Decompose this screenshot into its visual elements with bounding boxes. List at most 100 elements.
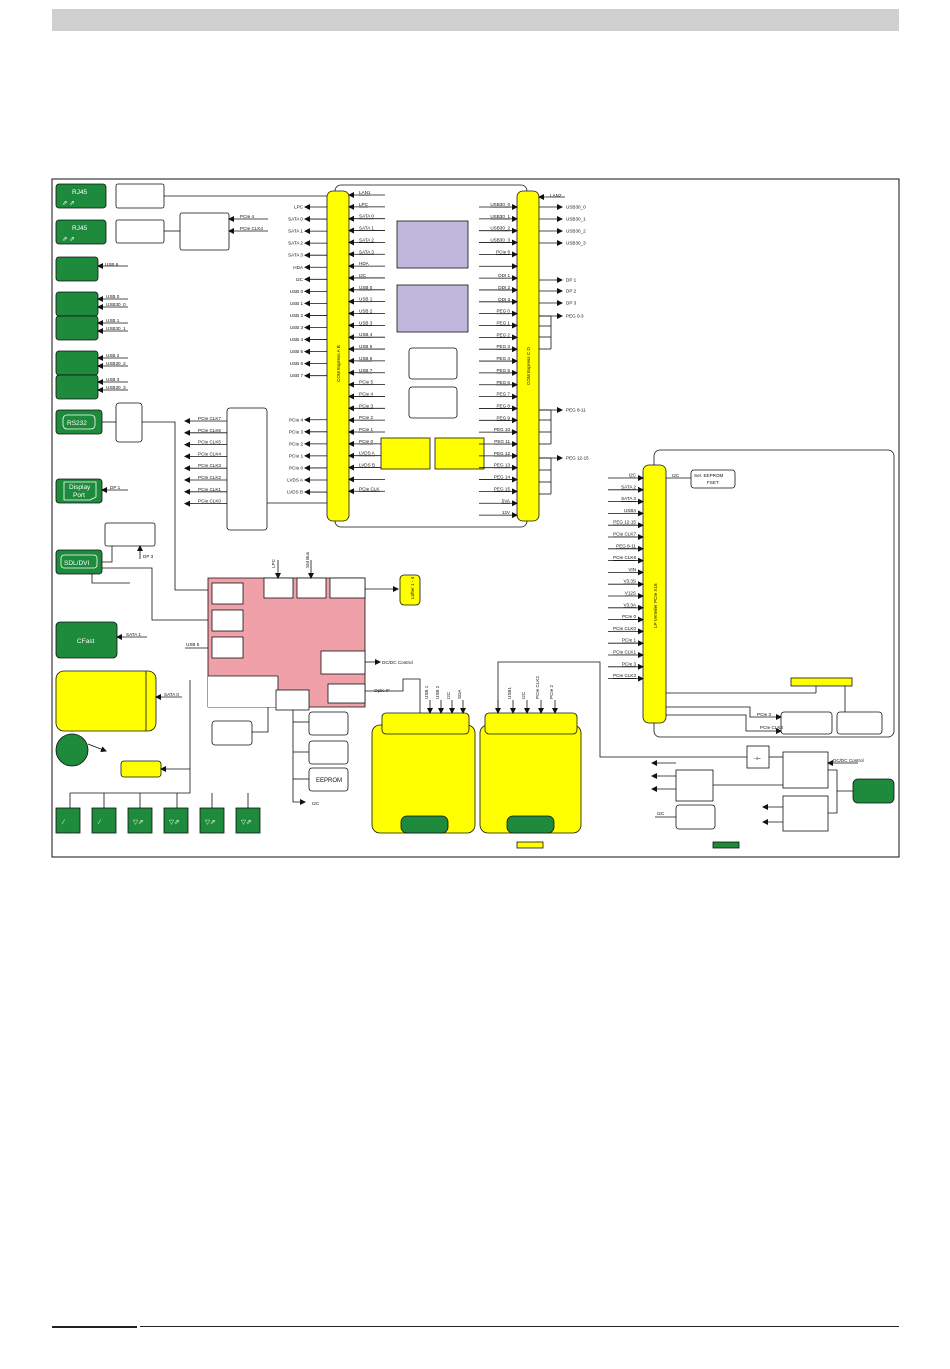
lp-riser-pin-pcie-clk1: PCIe CLK1 — [613, 650, 636, 655]
dcdc-converter-1 — [782, 751, 829, 789]
displayport-connector: Display Port — [55, 478, 103, 504]
sdl-dvi-connector: SDL/DVI — [55, 549, 103, 575]
pcie-clock-label-pcie-clk1: PCIe CLK1 — [198, 487, 221, 492]
com-cd-pin-usb30-1: USB30_1 — [490, 214, 510, 219]
svg-text:USB30_3: USB30_3 — [106, 385, 126, 390]
com-cd-pin-peg-5: PEG 5 — [496, 368, 510, 373]
lp-riser-pin-v12s: V12S — [625, 591, 636, 596]
pcie-clock-label-pcie-clk2: PCIe CLK2 — [198, 475, 221, 480]
lp-riser-pin-pcie-clk6: PCIe CLK6 — [613, 555, 636, 560]
riser-card-outline — [653, 449, 895, 738]
lp-riser-pin-i2c: I2C — [629, 473, 637, 478]
com-ab-out-label-usb-1: USB 1 — [290, 301, 304, 306]
drive-bay — [55, 670, 157, 732]
fpga-smbus-port — [296, 577, 327, 599]
com-ab-pin-sata-1: SATA 1 — [359, 226, 374, 231]
slot2-signal-usb1: USB1 — [507, 687, 512, 699]
svg-text:DP 3: DP 3 — [143, 554, 154, 559]
svg-text:⊣⊢: ⊣⊢ — [753, 755, 761, 761]
svg-text:DP 1: DP 1 — [110, 485, 121, 490]
svg-text:SATA 1: SATA 1 — [126, 632, 141, 637]
svg-text:I2C: I2C — [672, 473, 680, 478]
com-ab-pin-usb-0: USB 0 — [359, 285, 373, 290]
slot2-signal-pcie-clk2: PCIe CLK2 — [535, 676, 540, 699]
com-ab-pin-pcie-clk: PCIe CLK — [359, 486, 380, 491]
com-cd-pin-peg-6: PEG 6 — [496, 380, 510, 385]
module-yellow-2 — [434, 437, 485, 470]
com-ab-out-label-usb-5: USB 5 — [290, 349, 304, 354]
footer-rule-short — [52, 1326, 137, 1328]
svg-text:⁄: ⁄ — [97, 819, 101, 826]
small-yellow-module — [120, 760, 162, 778]
com-cd-out-label-dp-2: DP 2 — [566, 289, 577, 294]
com-ab-pin-lpc: LPC — [359, 202, 369, 207]
com-cd-pin-peg-9: PEG 9 — [496, 415, 510, 420]
com-cd-out-label-dp-1: DP 1 — [566, 278, 577, 283]
com-ab-pin-pcie-3: PCIe 3 — [359, 403, 373, 408]
slot2-signal-pcie-2: PCIe 2 — [549, 685, 554, 699]
lp-riser-pin-pcie-clk0: PCIe CLK0 — [613, 626, 636, 631]
chipset-block — [396, 284, 469, 333]
lp-riser-pin-v3-3s: V3.3S — [623, 579, 636, 584]
com-cd-out-label-usb30-3: USB30_3 — [566, 241, 586, 246]
fpga-optic-port — [327, 683, 366, 704]
usb-connector-1 — [55, 315, 99, 341]
lp-riser-pin-v3-3a: V3.3A — [623, 602, 636, 607]
lp-riser-pin-usb4: USB4 — [624, 508, 636, 513]
fpga-bottom-port — [275, 689, 310, 711]
com-cd-out-label-peg-0-3: PEG 0-3 — [566, 314, 584, 319]
fpga-lpc-port — [263, 577, 294, 599]
com-ab-out-label-lvds-a: LVDS A — [287, 478, 304, 483]
lp-riser-pin-peg-12-15: PEG 12-15 — [613, 520, 636, 525]
svg-text:Display: Display — [69, 484, 91, 491]
svg-text:▽⇗: ▽⇗ — [133, 819, 143, 826]
pcie-clock-buffer — [226, 407, 268, 531]
com-ab-pin-sata-3: SATA 3 — [359, 249, 374, 254]
svg-text:⇗ ⇗: ⇗ ⇗ — [62, 236, 75, 243]
dcdc-control-label: DC/DC Control — [833, 758, 864, 763]
com-ab-pin-usb-3: USB 3 — [359, 320, 373, 325]
riser-slot-1 — [780, 711, 833, 735]
fpga-sub-1 — [211, 582, 244, 605]
com-ab-pin-i2c: I2C — [359, 273, 367, 278]
svg-text:USB 0: USB 0 — [106, 294, 120, 299]
com-express-cd-label: COM Express C D — [526, 347, 531, 385]
com-ab-pin-lvds-b: LVDS B — [359, 463, 375, 468]
com-ab-pin-lvds-a: LVDS A — [359, 451, 376, 456]
svg-text:USB30_1: USB30_1 — [106, 326, 126, 331]
fan-connector — [399, 574, 421, 606]
pcie-clock-label-pcie-clk7: PCIe CLK7 — [198, 416, 221, 421]
lp-riser-pin-pcie-3: PCIe 3 — [622, 661, 636, 666]
cpu-block — [396, 220, 469, 269]
com-express-ab-connector — [326, 190, 350, 522]
com-cd-pin-ddi-1: DDI 1 — [498, 273, 510, 278]
usb-connector-3 — [55, 374, 99, 400]
module-memory-1 — [408, 347, 458, 380]
svg-text:PCIe 3: PCIe 3 — [757, 712, 771, 717]
com-cd-pin-peg-2: PEG 2 — [496, 332, 510, 337]
com-express-ab-label: COM Express A B — [336, 345, 341, 382]
com-cd-pin-peg-11: PEG 11 — [494, 439, 510, 444]
usb-connector-6 — [55, 256, 99, 282]
com-cd-out-label-usb30-0: USB30_0 — [566, 205, 586, 210]
com-cd-pin-peg-15: PEG 15 — [494, 486, 511, 491]
rj45-connector-1: RJ45 ⇗ ⇗ — [55, 183, 107, 209]
rj45-connector-2: RJ45 ⇗ ⇗ — [55, 219, 107, 245]
com-ab-pin-hda: HDA — [359, 261, 370, 266]
svg-text:USB 3: USB 3 — [106, 377, 120, 382]
svg-text:LPC: LPC — [271, 558, 276, 568]
slot1-signal-sda: SDA — [457, 689, 462, 699]
com-cd-pin-peg-8: PEG 8 — [496, 403, 510, 408]
com-cd-pin-peg-14: PEG 14 — [494, 475, 511, 480]
pcie-clock-label-pcie-clk5: PCIe CLK5 — [198, 440, 221, 445]
com-cd-out-label-usb30-2: USB30_2 — [566, 229, 586, 234]
fpga-periph-2 — [308, 740, 349, 765]
card-slot-2 — [479, 712, 582, 834]
module-memory-2 — [408, 386, 458, 419]
svg-text:SM Bus: SM Bus — [305, 551, 310, 568]
